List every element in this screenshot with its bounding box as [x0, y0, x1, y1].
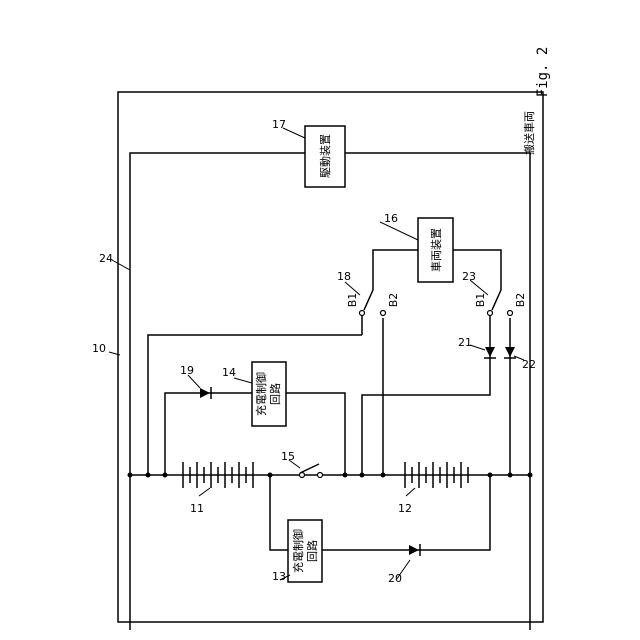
ref-10: 10	[92, 342, 106, 355]
switch-23	[453, 250, 513, 335]
main-bus-frame	[130, 153, 530, 630]
switch-23-b1: B1	[474, 293, 487, 308]
vehicle-device-label: 車両装置	[429, 228, 443, 272]
ref-21: 21	[458, 336, 472, 349]
ref-12: 12	[398, 502, 412, 515]
diode-19	[200, 387, 211, 399]
diode-21	[484, 347, 496, 358]
charge-control-14-line2: 回路	[269, 383, 282, 405]
wire-cc13-top	[270, 475, 288, 550]
ref-23: 23	[462, 270, 476, 283]
ref-22: 22	[522, 358, 536, 371]
ref-14: 14	[222, 366, 236, 379]
charge-control-14-line1: 充電制御	[254, 372, 268, 416]
vehicle-label: 搬送車両	[522, 111, 536, 155]
ref-24: 24	[99, 252, 113, 265]
drive-device-label: 駆動装置	[318, 134, 332, 178]
ref-20: 20	[388, 572, 402, 585]
charge-control-13-line1: 充電制御	[291, 529, 305, 573]
switch-23-b2: B2	[514, 293, 527, 308]
ref-13: 13	[272, 570, 286, 583]
ref-11: 11	[190, 502, 204, 515]
figure-label: Fig. 2	[535, 47, 551, 98]
switch-18-b1: B1	[346, 293, 359, 308]
ref-17: 17	[272, 118, 286, 131]
ref-19: 19	[180, 364, 194, 377]
wire-bus-to-21	[362, 335, 490, 475]
diode-20	[409, 544, 420, 556]
switch-18-b2: B2	[387, 293, 400, 308]
switch-18	[360, 250, 419, 335]
charge-control-13-line2: 回路	[306, 540, 319, 562]
ref-16: 16	[384, 212, 398, 225]
ref-18: 18	[337, 270, 351, 283]
ref-15: 15	[281, 450, 295, 463]
